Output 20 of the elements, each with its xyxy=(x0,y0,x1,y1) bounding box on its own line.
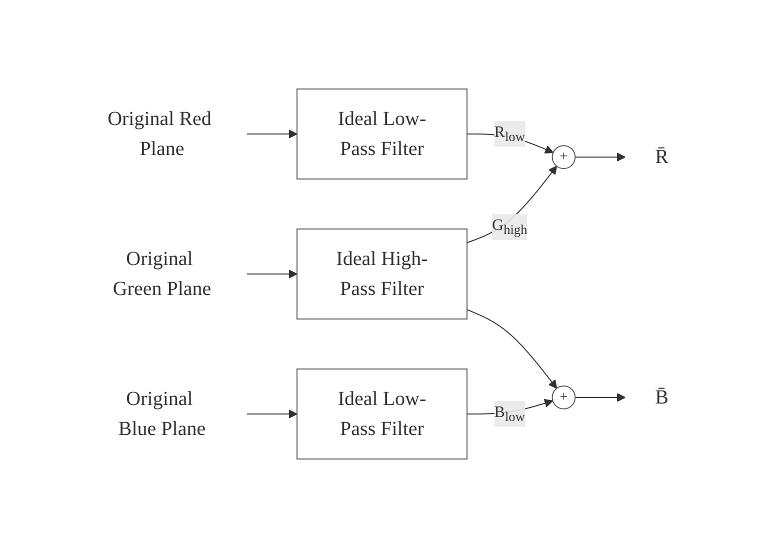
node-box: Ideal Low-Pass Filter xyxy=(296,368,468,459)
arrow xyxy=(246,269,298,278)
node-text: R̄ xyxy=(655,146,669,168)
arrow xyxy=(574,152,626,161)
arrow xyxy=(246,129,298,138)
node-text: Original Red Plane xyxy=(108,108,212,160)
edge-label: B$_{low}$ xyxy=(494,403,526,424)
node-circle: + xyxy=(552,144,576,169)
node-text: B̄ xyxy=(655,386,669,408)
arrow xyxy=(246,409,298,418)
edge-label: R$_{low}$ xyxy=(494,123,526,144)
edge-label: G$_{high}$ xyxy=(492,216,528,237)
node-text: Original Green Plane xyxy=(113,248,212,300)
node-text: Original Blue Plane xyxy=(118,388,206,440)
arrow xyxy=(466,308,558,388)
node-box: Ideal High-Pass Filter xyxy=(296,228,468,319)
node-circle: + xyxy=(552,385,576,409)
arrow xyxy=(574,392,626,402)
arrow xyxy=(466,165,558,243)
node-box: Ideal Low-Pass Filter xyxy=(296,88,468,179)
